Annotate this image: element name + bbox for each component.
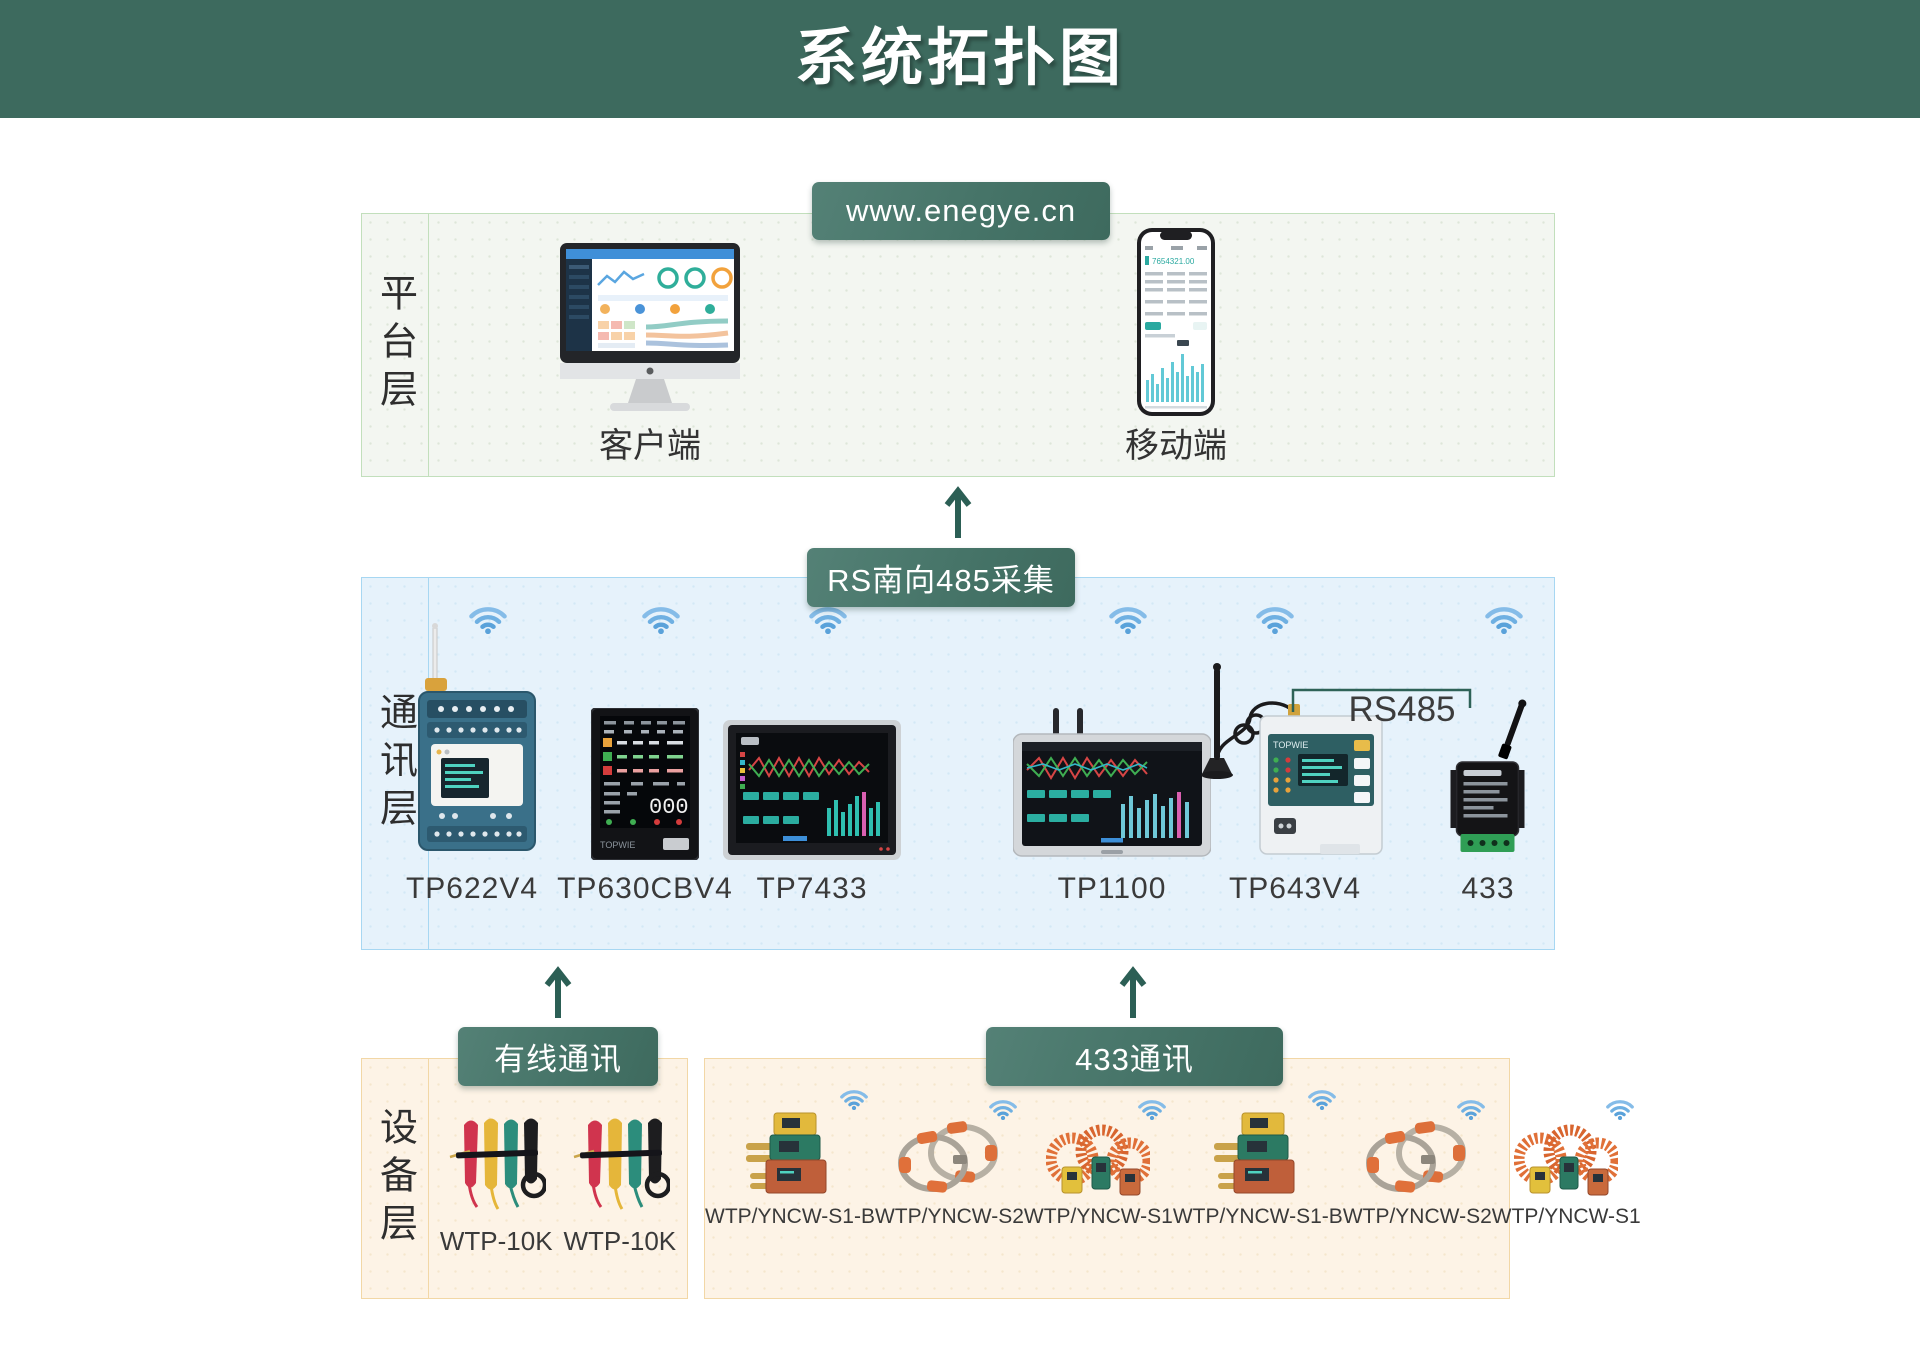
wifi-icon	[469, 607, 507, 634]
desktop-monitor-icon	[560, 243, 740, 411]
client-desktop-illustration	[550, 243, 750, 420]
433-module-device-image	[1450, 699, 1527, 852]
sensor-label: WTP/YNCW-S2	[874, 1205, 1024, 1228]
smartphone-icon: 7654321.00	[1137, 228, 1215, 416]
wifi-icon	[989, 1100, 1017, 1120]
device-label: TP1100	[1057, 872, 1167, 905]
device-layer-column: 设备层	[362, 1059, 429, 1298]
tp622v4-device-image	[418, 623, 536, 851]
yncw-s2-sensor-image	[898, 1121, 999, 1193]
page-title: 系统拓扑图	[794, 24, 1125, 93]
rs485-collect-pill: RS南向485采集	[807, 548, 1075, 607]
sensor-label: WTP/YNCW-S1-B	[1172, 1205, 1343, 1228]
rs485-bracket-line	[1291, 688, 1472, 712]
phone-total-value: 7654321.00	[1152, 257, 1195, 266]
yncw-s1b-sensor-image	[1214, 1112, 1295, 1194]
wtp-10k-cable-image	[449, 1118, 547, 1210]
wired-device-slot: WTP-10K	[440, 1111, 553, 1257]
sensor-label: WTP/YNCW-S1	[1023, 1205, 1173, 1228]
platform-layer-label: 平台层	[373, 273, 416, 417]
yncw-s1b-sensor-image	[746, 1112, 827, 1194]
sensor-label: WTP/YNCW-S2	[1342, 1205, 1492, 1228]
platform-url-pill: www.enegye.cn	[812, 182, 1110, 240]
device-slot-tp630cbv4: 000 TOPWIE TP630CBV4	[545, 590, 745, 906]
header-bar: 系统拓扑图	[0, 0, 1920, 118]
433-comm-pill: 433通讯	[986, 1027, 1283, 1086]
device-layer-wireless-section: WTP/YNCW-S1-B	[704, 1058, 1641, 1299]
device-label: 433	[1461, 872, 1515, 905]
device-slot-tp622v4: TP622V4	[372, 590, 572, 906]
device-slot-tp7433: TP7433	[712, 590, 912, 906]
device-layer-wireless-body: WTP/YNCW-S1-B	[705, 1059, 1641, 1298]
client-label: 客户端	[599, 427, 701, 465]
wifi-icon	[1456, 1100, 1485, 1120]
sensor-slot-s1b: WTP/YNCW-S1-B	[1172, 1090, 1343, 1229]
tp1100-device-image	[1013, 708, 1211, 857]
device-layer-wired-body: WTP-10K	[429, 1059, 687, 1298]
up-arrow-icon	[944, 486, 972, 538]
rs485-collect-text: RS南向485采集	[827, 563, 1055, 598]
device-label: TP630CBV4	[557, 872, 733, 905]
device-layer-wired-section: 设备层	[361, 1058, 688, 1299]
tp643v4-device-image: TOPWIE	[1201, 663, 1383, 855]
yncw-s1-sensor-image	[1046, 1124, 1151, 1196]
device-slot-tp643v4: TOPWIE TP643V4	[1195, 590, 1395, 906]
communication-layer-label: 通讯层	[373, 691, 416, 836]
up-arrow-icon	[1119, 966, 1147, 1018]
device-label: TP643V4	[1228, 872, 1362, 905]
rs485-label: RS485	[1348, 690, 1456, 729]
sensor-slot-s2: WTP/YNCW-S2	[1342, 1100, 1492, 1229]
sensor-slot-s1: WTP/YNCW-S1	[1023, 1100, 1173, 1229]
device-layer-label: 设备层	[373, 1106, 416, 1251]
device-slot-tp1100: TP1100	[1012, 590, 1212, 906]
platform-url-text: www.enegye.cn	[845, 193, 1077, 228]
wired-device-label: WTP-10K	[563, 1226, 677, 1256]
wifi-icon	[1137, 1100, 1166, 1120]
yncw-s1-sensor-image	[1514, 1124, 1619, 1196]
wifi-icon	[642, 607, 680, 634]
wifi-icon	[1109, 607, 1147, 634]
wifi-icon	[1307, 1090, 1336, 1110]
mobile-label: 移动端	[1125, 427, 1227, 465]
wtp-10k-cable-image	[573, 1118, 670, 1210]
communication-layer-section: 通讯层	[361, 577, 1555, 950]
brand-text: TOPWIE	[600, 840, 635, 850]
device-label: TP622V4	[405, 872, 539, 905]
sensor-slot-s2: WTP/YNCW-S2	[874, 1100, 1024, 1229]
wired-comm-text: 有线通讯	[494, 1042, 622, 1077]
sensor-label: WTP/YNCW-S1-B	[705, 1205, 875, 1228]
tp7433-device-image	[723, 720, 901, 860]
433-comm-text: 433通讯	[1075, 1042, 1194, 1077]
up-arrow-icon	[544, 966, 572, 1018]
yncw-s2-sensor-image	[1366, 1121, 1467, 1193]
tp630cbv4-device-image: 000 TOPWIE	[591, 708, 699, 860]
device-label: TP7433	[756, 872, 868, 905]
device-slot-433: 433	[1388, 590, 1588, 906]
meter-digits: 000	[649, 795, 689, 820]
wifi-icon	[840, 1090, 868, 1110]
wifi-icon	[1605, 1100, 1634, 1120]
wired-device-label: WTP-10K	[439, 1226, 553, 1256]
wifi-icon	[809, 607, 847, 634]
sensor-slot-s1b: WTP/YNCW-S1-B	[705, 1090, 875, 1229]
sensor-label: WTP/YNCW-S1	[1491, 1205, 1641, 1228]
mobile-phone-illustration: 7654321.00	[1137, 228, 1215, 421]
brand-text: TOPWIE	[1273, 740, 1308, 750]
wired-comm-pill: 有线通讯	[458, 1027, 658, 1086]
sensor-slot-s1: WTP/YNCW-S1	[1491, 1100, 1641, 1229]
wifi-icon	[1485, 607, 1523, 634]
wired-device-slot: WTP-10K	[563, 1111, 676, 1257]
platform-layer-column: 平台层	[362, 214, 429, 476]
wifi-icon	[1256, 607, 1294, 634]
